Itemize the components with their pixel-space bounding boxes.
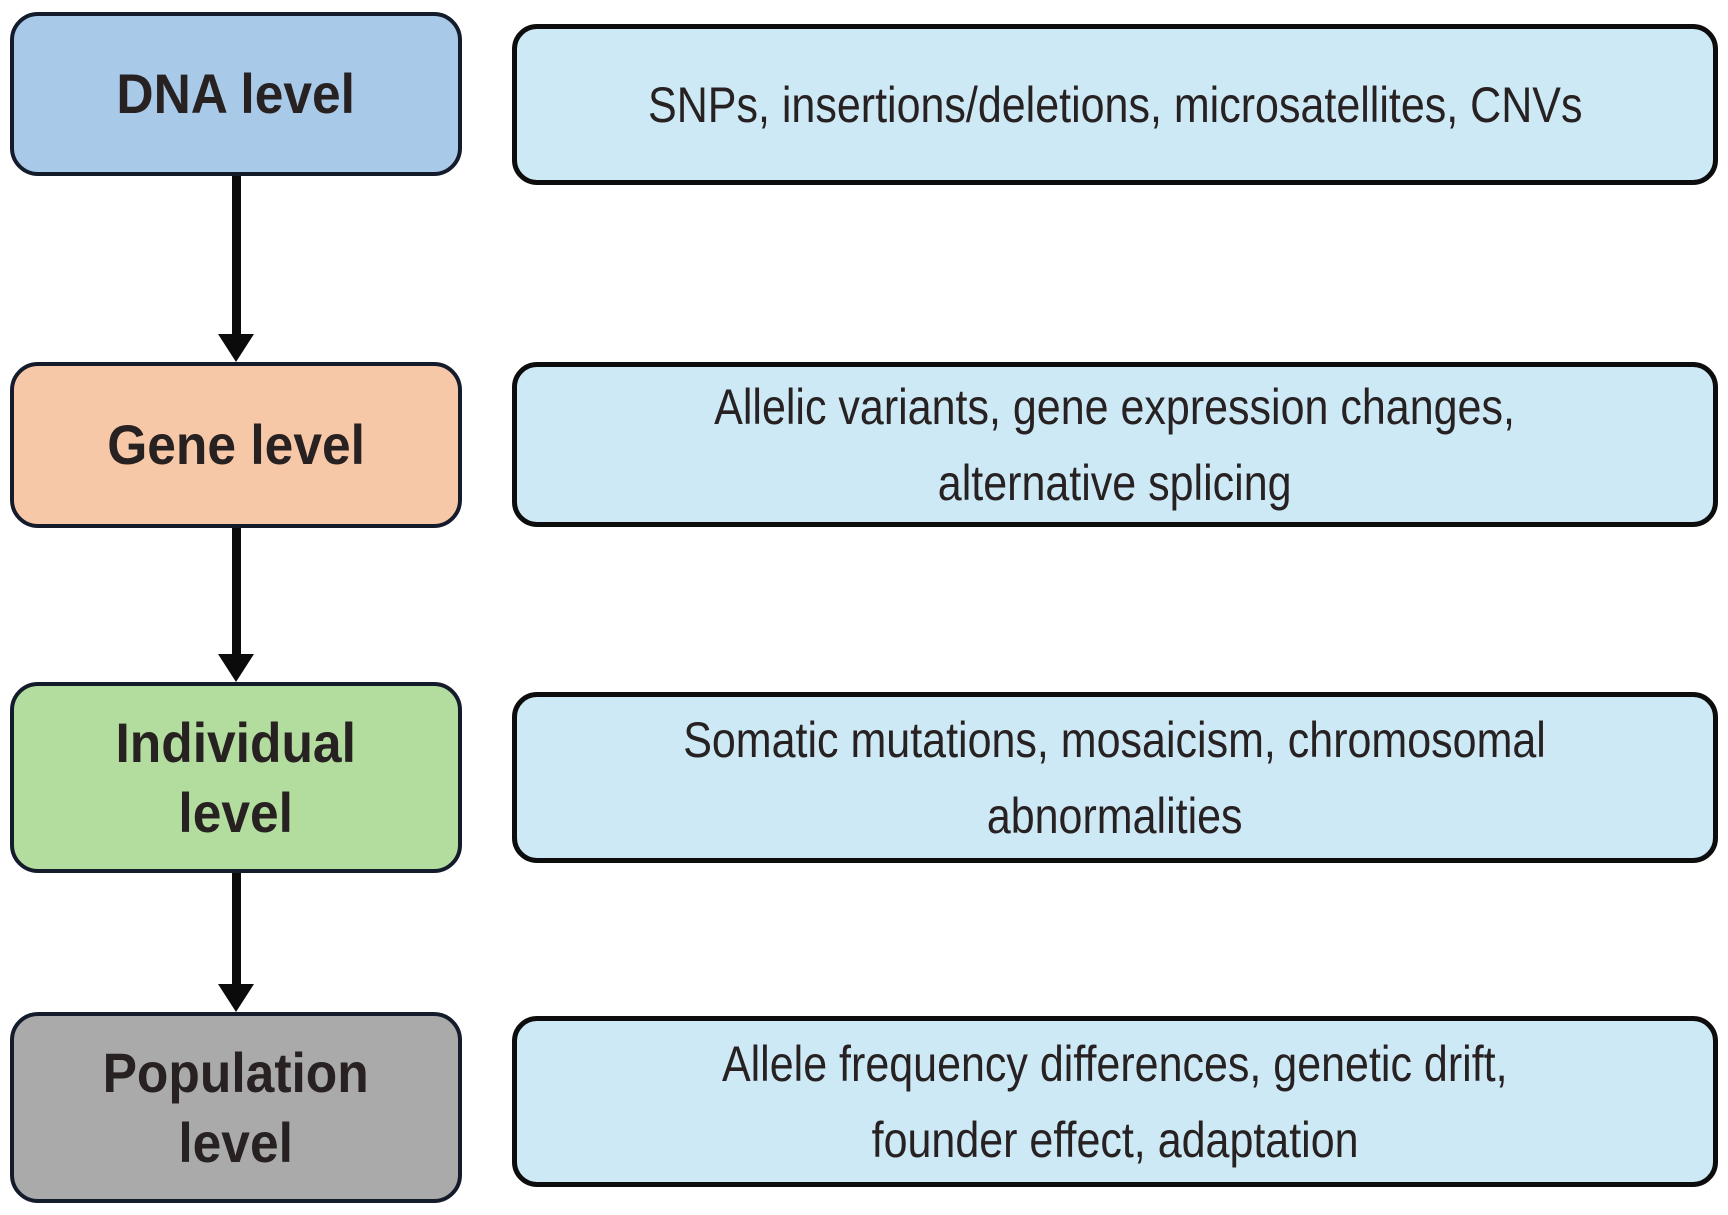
label-line: level — [178, 1110, 294, 1174]
arrow-head-icon — [218, 654, 254, 682]
label-line: Gene level — [107, 413, 365, 476]
detail-line: abnormalities — [987, 787, 1243, 844]
detail-line: SNPs, insertions/deletions, microsatelli… — [647, 76, 1583, 133]
individual-level-box: Individual level — [10, 682, 462, 873]
arrow-stem — [231, 528, 241, 654]
gene-detail-box: Allelic variants, gene expression change… — [512, 362, 1718, 527]
arrow-stem — [231, 176, 241, 334]
arrow-individual-to-population — [218, 873, 254, 1012]
arrow-dna-to-gene — [218, 176, 254, 362]
arrow-stem — [231, 873, 241, 984]
dna-level-label: DNA level — [117, 59, 356, 129]
gene-level-box: Gene level — [10, 362, 462, 528]
detail-line: Allele frequency differences, genetic dr… — [722, 1035, 1508, 1092]
detail-line: alternative splicing — [938, 454, 1292, 511]
gene-level-label: Gene level — [107, 410, 365, 480]
arrow-gene-to-individual — [218, 528, 254, 682]
label-line: DNA level — [116, 62, 356, 125]
detail-line: Allelic variants, gene expression change… — [714, 378, 1516, 435]
label-line: Population — [102, 1040, 370, 1104]
population-detail-box: Allele frequency differences, genetic dr… — [512, 1016, 1718, 1187]
label-line: level — [178, 780, 294, 844]
population-level-label: Population level — [103, 1038, 369, 1178]
population-level-box: Population level — [10, 1012, 462, 1203]
arrow-head-icon — [218, 334, 254, 362]
arrow-head-icon — [218, 984, 254, 1012]
label-line: Individual — [115, 710, 357, 774]
individual-detail-box: Somatic mutations, mosaicism, chromosoma… — [512, 692, 1718, 863]
individual-level-label: Individual level — [116, 708, 356, 848]
dna-detail-box: SNPs, insertions/deletions, microsatelli… — [512, 24, 1718, 185]
detail-line: Somatic mutations, mosaicism, chromosoma… — [683, 711, 1547, 768]
dna-level-box: DNA level — [10, 12, 462, 176]
detail-line: founder effect, adaptation — [871, 1111, 1359, 1168]
